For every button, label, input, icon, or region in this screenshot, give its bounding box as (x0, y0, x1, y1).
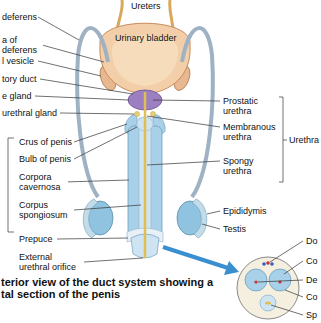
leader-line (84, 258, 143, 262)
dorsal-vessel (270, 262, 274, 266)
leader-line (147, 161, 220, 165)
deep-artery (254, 280, 257, 283)
pointer-arrow-head (224, 261, 239, 275)
pointer-arrow (163, 247, 228, 268)
urethra-section (265, 302, 271, 305)
section-label: Do (305, 236, 319, 246)
dorsal-vessel (266, 261, 270, 265)
leader-line (35, 96, 129, 100)
leader-line (270, 241, 303, 262)
part-label: e gland (1, 91, 33, 101)
part-label: Testis (222, 224, 247, 234)
leader-line (207, 211, 220, 214)
structure-label: Ureters (130, 1, 162, 11)
corpus-spongiosum-section (260, 295, 276, 311)
part-label: Crus of penis (18, 137, 73, 147)
part-label: deferens (1, 12, 38, 22)
part-label: Prepuce (18, 234, 54, 244)
leader-line (284, 261, 303, 274)
urethra (144, 92, 147, 258)
part-label: External urethral orifice (18, 252, 84, 272)
leader-line (74, 205, 141, 210)
leader-line (153, 100, 220, 101)
ductus-deferens (77, 28, 108, 197)
part-label: Corpora cavernosa (18, 172, 68, 192)
penis-cross-section (237, 257, 299, 319)
epididymis (83, 199, 98, 238)
leader-line (38, 61, 101, 76)
urethra-bracket (279, 97, 287, 182)
section-label: Sp (305, 310, 318, 320)
part-label: Corpus spongiosum (18, 200, 74, 220)
leader-line (60, 113, 134, 114)
leader-line (74, 127, 137, 159)
part-label: Bulb of penis (18, 154, 72, 164)
part-label: Membranous urethra (222, 122, 280, 142)
leader-line (38, 17, 79, 40)
leader-line (42, 45, 104, 62)
part-label: Spongy urethra (222, 156, 269, 176)
part-label: Epididymis (222, 206, 268, 216)
leader-line (285, 290, 303, 297)
leader-line (40, 79, 133, 94)
part-label: l vesicle (1, 56, 35, 66)
epididymis (192, 199, 207, 238)
leader-line (147, 116, 220, 127)
figure-caption: terior view of the duct system showing a… (1, 276, 221, 300)
section-label: Co (305, 256, 319, 266)
part-label: Prostatic urethra (222, 96, 269, 116)
leader-line (202, 224, 220, 229)
corpus-cavernosum-section (245, 269, 267, 291)
leader-line (271, 305, 303, 315)
ductus-deferens (182, 28, 213, 197)
part-label: urethral gland (1, 108, 58, 118)
corpus-cavernosum-section (269, 269, 291, 291)
leader-lines (8, 17, 303, 315)
dorsal-vessel (262, 262, 266, 266)
leader-line (258, 280, 303, 282)
leader-line (57, 238, 128, 239)
section-label: Co (305, 292, 319, 302)
bulbourethral-gland (135, 112, 140, 117)
penis-bracket (8, 138, 14, 232)
leader-line (64, 180, 129, 182)
part-label: Urethra (288, 135, 320, 145)
part-label: a of deferens (1, 35, 43, 55)
leader-line (74, 124, 127, 142)
urinary-bladder (100, 23, 190, 94)
section-label: De (305, 275, 319, 285)
bulbourethral-gland (151, 112, 156, 117)
part-label: tory duct (1, 74, 38, 84)
structure-label: Urinary bladder (114, 33, 178, 43)
